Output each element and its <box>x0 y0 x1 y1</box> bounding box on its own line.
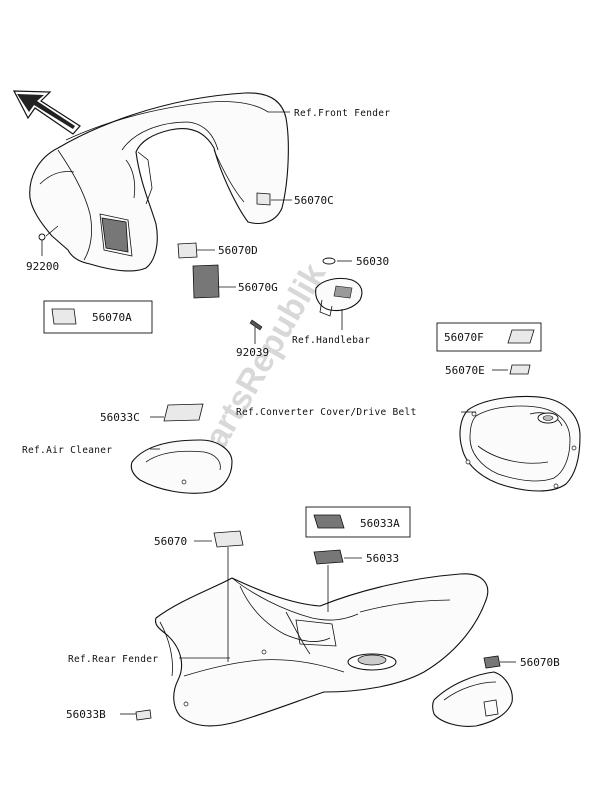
part-56033B: 56033B <box>66 708 106 721</box>
label-56070E <box>509 364 531 375</box>
ref-air-cleaner: Ref.Air Cleaner <box>22 445 112 456</box>
label-56070D <box>177 242 198 259</box>
part-56033: 56033 <box>366 552 399 565</box>
label-56070F <box>507 329 535 344</box>
part-56070C: 56070C <box>294 194 334 207</box>
label-56033B <box>135 709 152 721</box>
part-56070E: 56070E <box>445 364 485 377</box>
ref-converter-cover: Ref.Converter Cover/Drive Belt <box>236 407 417 418</box>
part-92039: 92039 <box>236 346 269 359</box>
air-cleaner-cover <box>130 439 233 494</box>
part-56070A: 56070A <box>92 311 132 324</box>
front-direction-arrow-icon <box>12 90 81 135</box>
clip-92039-icon <box>249 319 263 331</box>
ref-handlebar: Ref.Handlebar <box>292 335 370 346</box>
label-56070B <box>483 655 501 669</box>
converter-cover <box>459 396 581 492</box>
label-56070A <box>51 308 77 325</box>
part-56033C: 56033C <box>100 411 140 424</box>
part-56070B: 56070B <box>520 656 560 669</box>
plug-92200-icon <box>38 233 46 241</box>
ref-front-fender: Ref.Front Fender <box>294 108 390 119</box>
label-56033 <box>313 549 344 565</box>
part-56070F: 56070F <box>444 331 484 344</box>
cap-56030 <box>322 257 336 265</box>
handlebar-cover <box>315 277 363 317</box>
part-92200: 92200 <box>26 260 59 273</box>
label-56033A <box>313 514 345 529</box>
ref-rear-fender: Ref.Rear Fender <box>68 654 158 665</box>
rear-fender <box>154 573 489 727</box>
part-56030: 56030 <box>356 255 389 268</box>
label-56033C <box>163 403 204 422</box>
label-56070 <box>213 530 244 548</box>
storage-lid <box>431 671 513 727</box>
label-56070G <box>192 264 220 299</box>
front-fender-decal <box>101 217 129 253</box>
part-56070D: 56070D <box>218 244 258 257</box>
label-56070C <box>256 192 271 206</box>
part-56033A: 56033A <box>360 517 400 530</box>
part-56070: 56070 <box>154 535 187 548</box>
front-fender <box>29 92 289 272</box>
part-56070G: 56070G <box>238 281 278 294</box>
